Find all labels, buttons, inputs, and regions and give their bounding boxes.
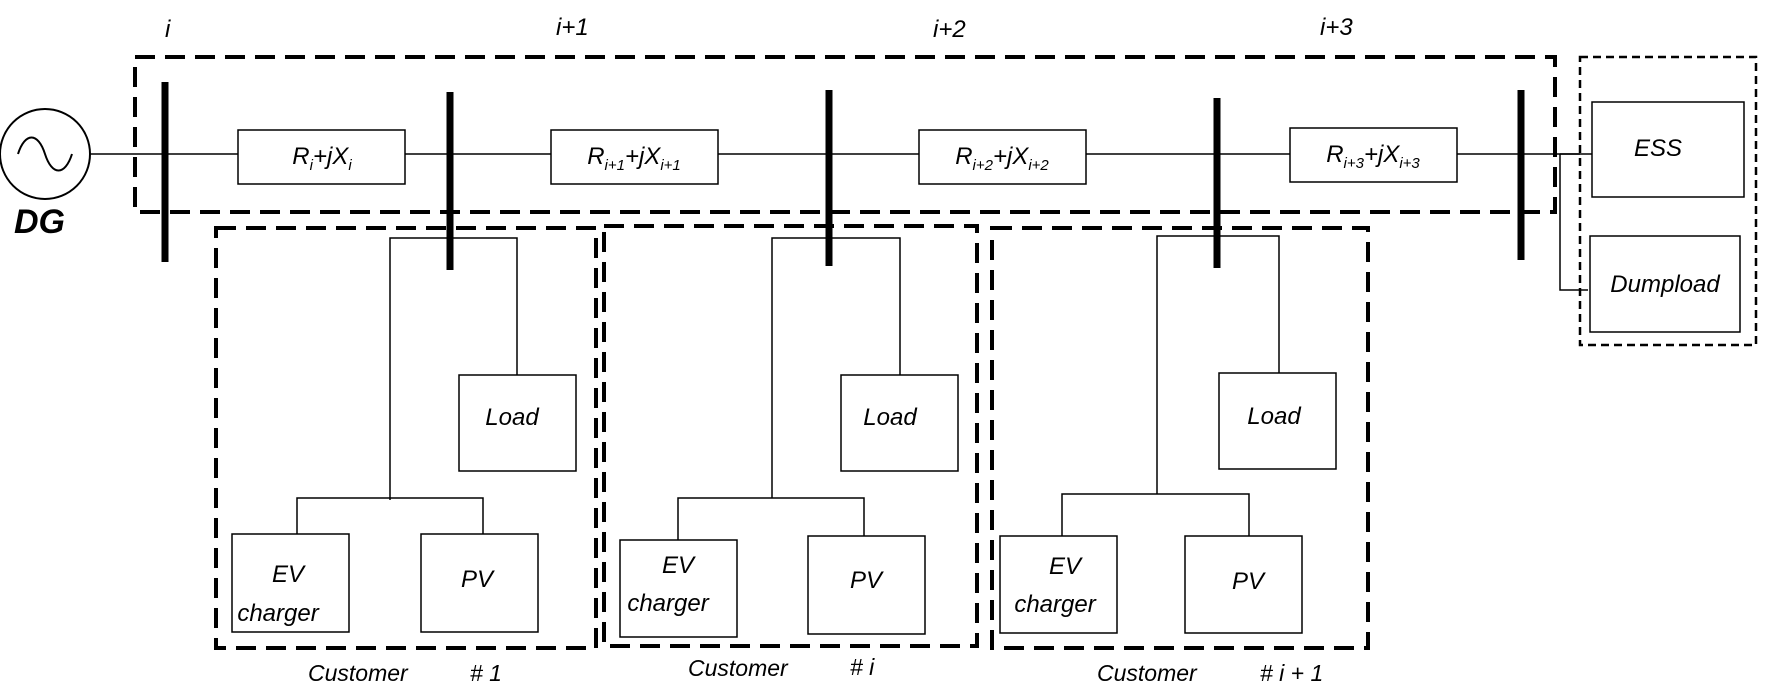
storage-region: [1578, 55, 1758, 347]
ess-box: ESS: [1591, 101, 1745, 198]
customer-i-pv-box: [807, 535, 926, 635]
customer-i-plus-1-pv-label: PV: [1232, 568, 1266, 595]
customer-1-label: Customer: [308, 660, 409, 686]
bus-label-i-plus-2: i+2: [933, 16, 966, 43]
customer-1: Load EV charger PV Customer # 1: [231, 237, 577, 686]
feeder-region: [133, 55, 1557, 214]
customer-i-plus-1-ev-label: EV: [1049, 553, 1083, 580]
customer-i-ev-box: [619, 539, 738, 638]
impedance-box-i-plus-3: Ri+3+jXi+3: [1289, 127, 1458, 183]
customer-1-pv-box: [420, 533, 539, 633]
customer-i: Load EV charger PV Customer # i: [619, 237, 959, 681]
dumpload-box: Dumpload: [1589, 235, 1741, 333]
customer-1-region: [214, 226, 598, 650]
customer-1-ev-label: EV: [272, 561, 306, 588]
bus-label-i-plus-3: i+3: [1320, 14, 1353, 41]
bus-label-i-plus-1: i+1: [556, 14, 589, 41]
customer-1-branch: [296, 497, 484, 534]
bus-label-i: i: [165, 16, 171, 43]
customer-i-branch: [677, 497, 865, 540]
customer-i-region: [602, 224, 979, 648]
ac-wave-icon: [17, 136, 73, 172]
svg-text:Dumpload: Dumpload: [1610, 271, 1720, 298]
customer-1-load-label: Load: [485, 404, 539, 431]
customer-i-number: # i: [850, 654, 875, 680]
customer-i-plus-1-region: [990, 226, 1370, 650]
customer-1-ev-sublabel: charger: [237, 600, 319, 627]
customer-1-pv-label: PV: [461, 566, 495, 593]
customer-i-plus-1-ev-box: [999, 535, 1118, 634]
impedance-box-i: Ri+jXi: [237, 129, 406, 185]
customer-i-load-label: Load: [863, 404, 917, 431]
customer-i-ev-label: EV: [662, 552, 696, 579]
svg-text:Ri+jXi: Ri+jXi: [292, 143, 352, 174]
customer-1-tap: [389, 237, 518, 500]
customer-i-plus-1-label: Customer: [1097, 660, 1198, 686]
svg-text:Ri+3+jXi+3: Ri+3+jXi+3: [1326, 141, 1420, 172]
customer-i-label: Customer: [688, 655, 789, 681]
dg-label: DG: [14, 203, 65, 241]
customer-i-plus-1-pv-box: [1184, 535, 1303, 634]
customer-i-plus-1-load-label: Load: [1247, 403, 1301, 430]
customer-i-tap: [771, 237, 901, 498]
ess-dumpload-connector: [1559, 154, 1588, 291]
customer-i-plus-1-branch: [1061, 493, 1250, 536]
customer-1-load-box: [458, 374, 577, 472]
customer-i-plus-1-load-box: [1218, 372, 1337, 470]
impedance-box-i-plus-2: Ri+2+jXi+2: [918, 129, 1087, 185]
customer-1-ev-box: [231, 533, 350, 633]
svg-text:Ri+2+jXi+2: Ri+2+jXi+2: [955, 143, 1049, 174]
customer-i-plus-1-tap: [1156, 235, 1280, 494]
customer-i-plus-1-number: # i + 1: [1260, 660, 1323, 686]
impedance-box-i-plus-1: Ri+1+jXi+1: [550, 129, 719, 185]
customer-i-plus-1-ev-sublabel: charger: [1014, 591, 1096, 618]
customer-i-plus-1: Load EV charger PV Customer # i + 1: [999, 235, 1337, 686]
svg-text:ESS: ESS: [1634, 135, 1682, 162]
customer-i-pv-label: PV: [850, 567, 884, 594]
customer-1-number: # 1: [470, 660, 502, 686]
customer-i-load-box: [840, 374, 959, 472]
svg-text:Ri+1+jXi+1: Ri+1+jXi+1: [587, 143, 681, 174]
customer-i-ev-sublabel: charger: [627, 590, 709, 617]
